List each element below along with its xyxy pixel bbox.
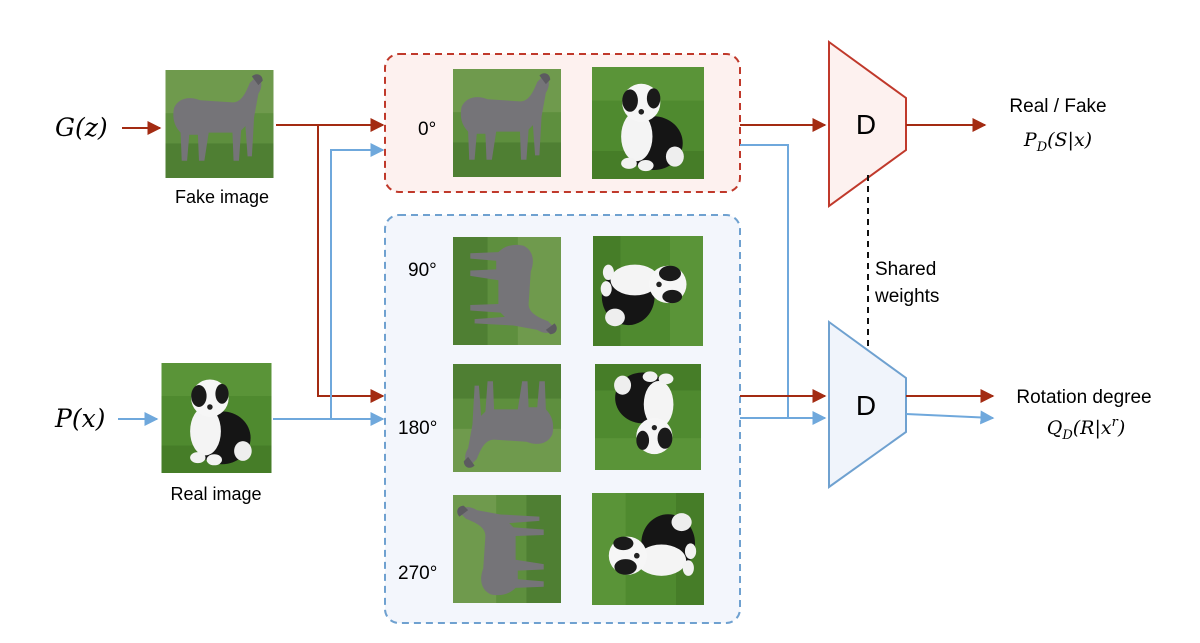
real-image	[161, 363, 272, 473]
real-270-thumbnail	[592, 493, 704, 605]
fake-image-caption: Fake image	[175, 187, 269, 207]
fake-270-thumbnail	[453, 495, 561, 603]
fake-180-thumbnail	[453, 364, 561, 472]
rotation-output-arrow-blue	[905, 410, 995, 425]
fake-0-thumbnail	[453, 69, 561, 177]
discriminator-bottom: D	[828, 320, 907, 489]
real-180-thumbnail	[595, 364, 701, 470]
real-input-label: P(x)	[54, 404, 105, 433]
real-image-caption: Real image	[170, 484, 261, 504]
real-90-thumbnail	[593, 236, 703, 346]
rotation-output-formula: QD(R|xr)	[1047, 415, 1126, 443]
discriminator-bottom-label: D	[856, 390, 876, 421]
rotation-0-label: 0°	[418, 119, 436, 140]
realfake-output-title: Real / Fake	[1009, 96, 1106, 117]
rotation-90-label: 90°	[408, 260, 437, 281]
realfake-output-formula: PD(S|x)	[1023, 129, 1092, 155]
discriminator-top: D	[828, 40, 907, 208]
discriminator-top-label: D	[856, 109, 876, 140]
fake-path-to-bottom-box	[317, 125, 385, 403]
shared-weights-line1: Shared	[875, 259, 936, 280]
fake-image	[165, 70, 274, 178]
shared-weights-line2: weights	[874, 286, 939, 307]
real-path-to-top-box	[330, 143, 385, 419]
top-box-blue-to-disc	[740, 144, 827, 425]
rotation-180-label: 180°	[398, 418, 437, 439]
generator-input-label: G(z)	[55, 113, 108, 142]
rotation-270-label: 270°	[398, 563, 437, 584]
fake-90-thumbnail	[453, 237, 561, 345]
rotation-output-title: Rotation degree	[1016, 387, 1151, 408]
real-0-thumbnail	[592, 67, 704, 179]
